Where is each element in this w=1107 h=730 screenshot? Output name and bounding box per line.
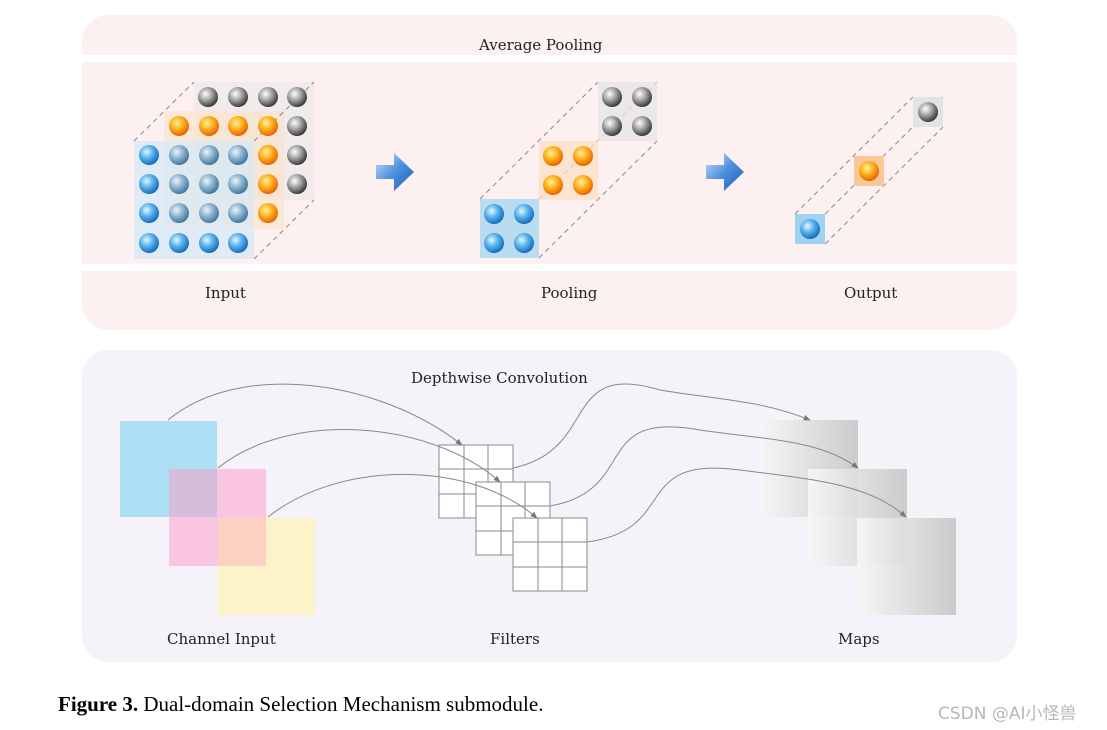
panel-divider-bottom (82, 264, 1017, 271)
arrow-right-icon (706, 153, 744, 191)
figure-caption: Figure 3. Dual-domain Selection Mechanis… (58, 692, 543, 717)
output-label: Output (844, 284, 898, 302)
filter-3 (512, 517, 588, 592)
watermark: CSDN @AI小怪兽 (938, 704, 1077, 724)
feature-maps (759, 420, 956, 615)
figure-caption-text: Dual-domain Selection Mechanism submodul… (143, 692, 544, 716)
channel-input-label: Channel Input (167, 630, 276, 648)
panel-divider-top (82, 55, 1017, 62)
input-blue-spheres (139, 145, 248, 253)
maps-label: Maps (838, 630, 880, 648)
channel-input (120, 421, 315, 615)
channel-pink-yellow-overlap (218, 518, 266, 566)
depthwise-convolution-title: Depthwise Convolution (411, 369, 588, 387)
filters (438, 444, 588, 592)
channel-blue-pink-overlap (169, 469, 217, 517)
connection-arrows (167, 383, 907, 543)
input-tensor (133, 81, 315, 260)
output-tensor (794, 96, 944, 245)
map-3 (857, 518, 956, 615)
input-label: Input (205, 284, 246, 302)
pooling-tensor (479, 81, 658, 259)
filters-label: Filters (490, 630, 540, 648)
average-pooling-title: Average Pooling (479, 36, 603, 54)
input-gray-spheres (198, 87, 307, 194)
arrow-right-icon (376, 153, 414, 191)
pooling-label: Pooling (541, 284, 598, 302)
input-orange-spheres (169, 116, 278, 223)
figure-caption-label: Figure 3. (58, 692, 139, 716)
